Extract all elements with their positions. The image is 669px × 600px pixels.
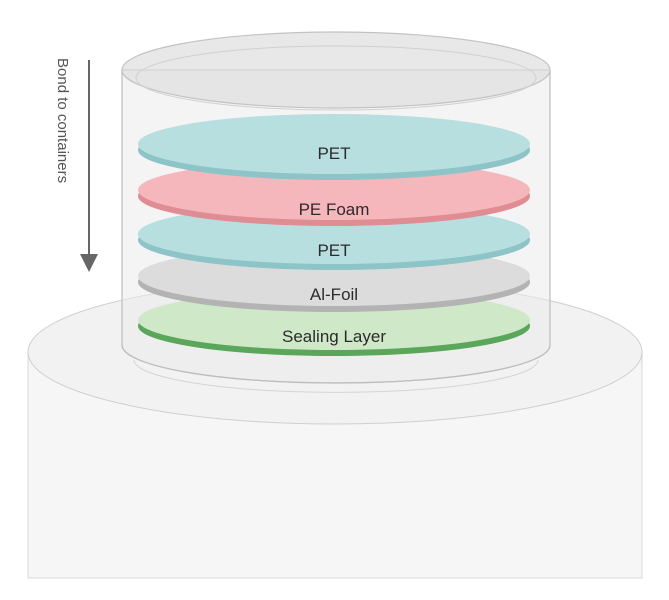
bond-to-containers-label: Bond to containers <box>54 58 71 183</box>
cap-bottom-inner-rim <box>133 359 539 393</box>
cap-top-inner-rim <box>135 45 537 111</box>
layer-pet-upper-label: PET <box>317 144 350 163</box>
layer-pet-upper: PET <box>138 114 530 180</box>
cap-top <box>121 31 551 109</box>
layer-pet-lower-label: PET <box>317 241 350 260</box>
bond-direction-indicator: Bond to containers <box>54 58 98 272</box>
cap-bottom-rim <box>121 344 551 384</box>
layer-pe-foam-label: PE Foam <box>299 200 370 219</box>
layer-al-foil-label: Al-Foil <box>310 285 358 304</box>
bond-arrow-head <box>80 254 98 272</box>
layer-pet-upper-disc <box>138 114 530 174</box>
layer-sealing-label: Sealing Layer <box>282 327 386 346</box>
